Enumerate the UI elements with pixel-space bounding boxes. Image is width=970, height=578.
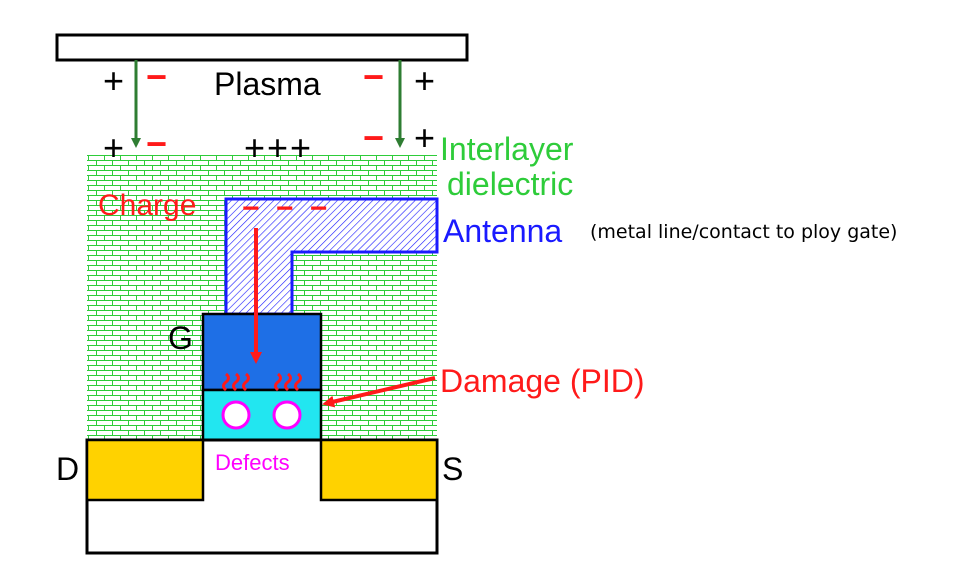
antenna-label: Antenna — [443, 213, 562, 249]
damage-arrow — [322, 376, 436, 408]
surface-charge-left-plus: + — [103, 127, 124, 168]
plasma-label: Plasma — [214, 66, 321, 102]
defects-label: Defects — [215, 450, 290, 475]
plasma-charge-right-minus: − — [363, 56, 384, 97]
antenna-note: (metal line/contact to ploy gate) — [590, 221, 897, 243]
plasma-electrode — [55, 33, 469, 62]
plasma-charge-left-plus: + — [103, 60, 124, 101]
charge-label: Charge — [98, 189, 196, 222]
source-label: S — [442, 451, 463, 487]
surface-charge-right-minus: − — [363, 117, 384, 158]
damage-squiggles — [222, 372, 302, 392]
interlayer-label-line1: Interlayer — [440, 131, 574, 167]
drain-label: D — [56, 451, 79, 487]
plasma-charge-left-minus: − — [146, 56, 167, 97]
defect-circle-right — [272, 400, 302, 430]
antenna-charges: − − − — [242, 192, 331, 225]
source-region — [319, 438, 439, 502]
plasma-charge-right-plus: + — [414, 60, 435, 101]
surface-charge-right-plus: + — [414, 117, 435, 158]
surface-charge-middle: +++ — [244, 127, 313, 168]
surface-charge-left-minus: − — [146, 123, 167, 164]
defect-circle-left — [221, 400, 251, 430]
damage-label: Damage (PID) — [440, 363, 645, 399]
interlayer-label-line2: dielectric — [447, 166, 573, 202]
gate — [201, 312, 323, 392]
drain-region — [85, 438, 205, 502]
gate-label: G — [168, 320, 193, 356]
gate-oxide — [201, 388, 323, 442]
